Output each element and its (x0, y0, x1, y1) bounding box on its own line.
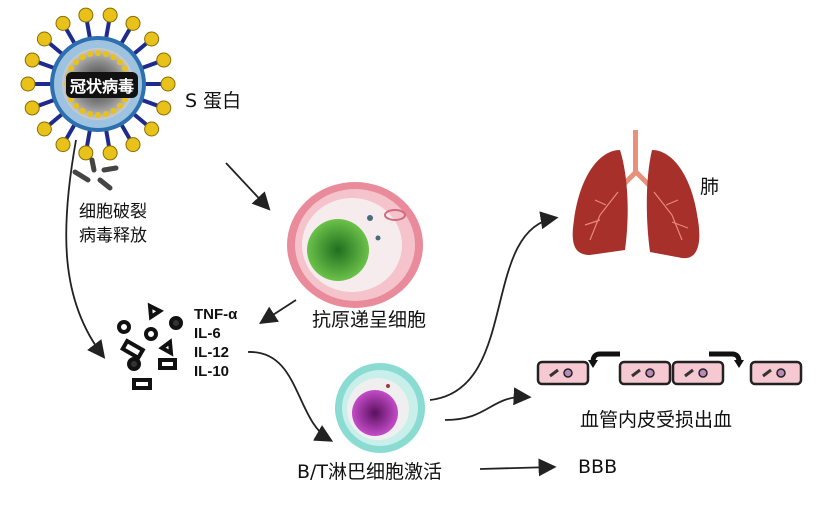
cytokine-symbols (117, 302, 183, 390)
cell-rupture-label: 细胞破裂 (79, 202, 147, 222)
spike-knob (160, 76, 176, 92)
spike-knob (144, 31, 160, 47)
lung-illustration (572, 130, 700, 259)
spike-knob (55, 15, 71, 31)
spike-knob (125, 15, 141, 31)
spike-knob (156, 100, 172, 116)
arrow-virus-to-apc (225, 162, 271, 211)
endothelial-cell (536, 360, 590, 386)
spike-protein-label: S 蛋白 (185, 90, 242, 112)
spike-knob (55, 137, 71, 153)
endothelial-cell (618, 360, 672, 386)
cytokine-il12: IL-12 (194, 344, 230, 361)
endothelial-cells (536, 360, 803, 386)
spike-knob (78, 7, 94, 23)
antigen-presenting-cell (287, 182, 423, 308)
spike-knob (24, 100, 40, 116)
flow-arrows (65, 139, 559, 477)
cytokine-tnf: TNF-α (194, 306, 238, 323)
lymphocyte-cell (335, 363, 425, 453)
spike-knob (24, 52, 40, 68)
endothelial-cell (671, 360, 725, 386)
spike-knob (144, 121, 160, 137)
apc-label: 抗原递呈细胞 (312, 309, 427, 331)
arrow-cytokines-to-lymphocyte (247, 351, 334, 442)
bbb-label: BBB (578, 456, 618, 478)
spike-knob (102, 7, 118, 23)
spike-knob (156, 52, 172, 68)
lung-label: 肺 (700, 176, 720, 198)
spike-knob (36, 121, 52, 137)
arrow-apc-to-cytokines (258, 299, 297, 324)
spike-knob (36, 31, 52, 47)
cytokine-il6: IL-6 (194, 325, 221, 342)
spike-knob (102, 145, 118, 161)
virus-fragments (72, 157, 119, 191)
arrow-lymphocyte-to-endothelium (444, 387, 532, 421)
virus-label: 冠状病毒 (66, 72, 139, 98)
endothelium-label: 血管内皮受损出血 (580, 409, 733, 431)
arrow-virus-to-cytokines (65, 139, 106, 359)
endothelial-cell (749, 360, 803, 386)
spike-knob (125, 137, 141, 153)
arrow-lymphocyte-to-bbb (479, 458, 557, 477)
arrow-lymphocyte-to-lung (429, 211, 559, 401)
spike-knob (20, 76, 36, 92)
spike-knob (78, 145, 94, 161)
cytokine-il10: IL-10 (194, 363, 230, 380)
virus-release-label: 病毒释放 (79, 226, 147, 246)
lymphocyte-label: B/T淋巴细胞激活 (297, 461, 443, 483)
